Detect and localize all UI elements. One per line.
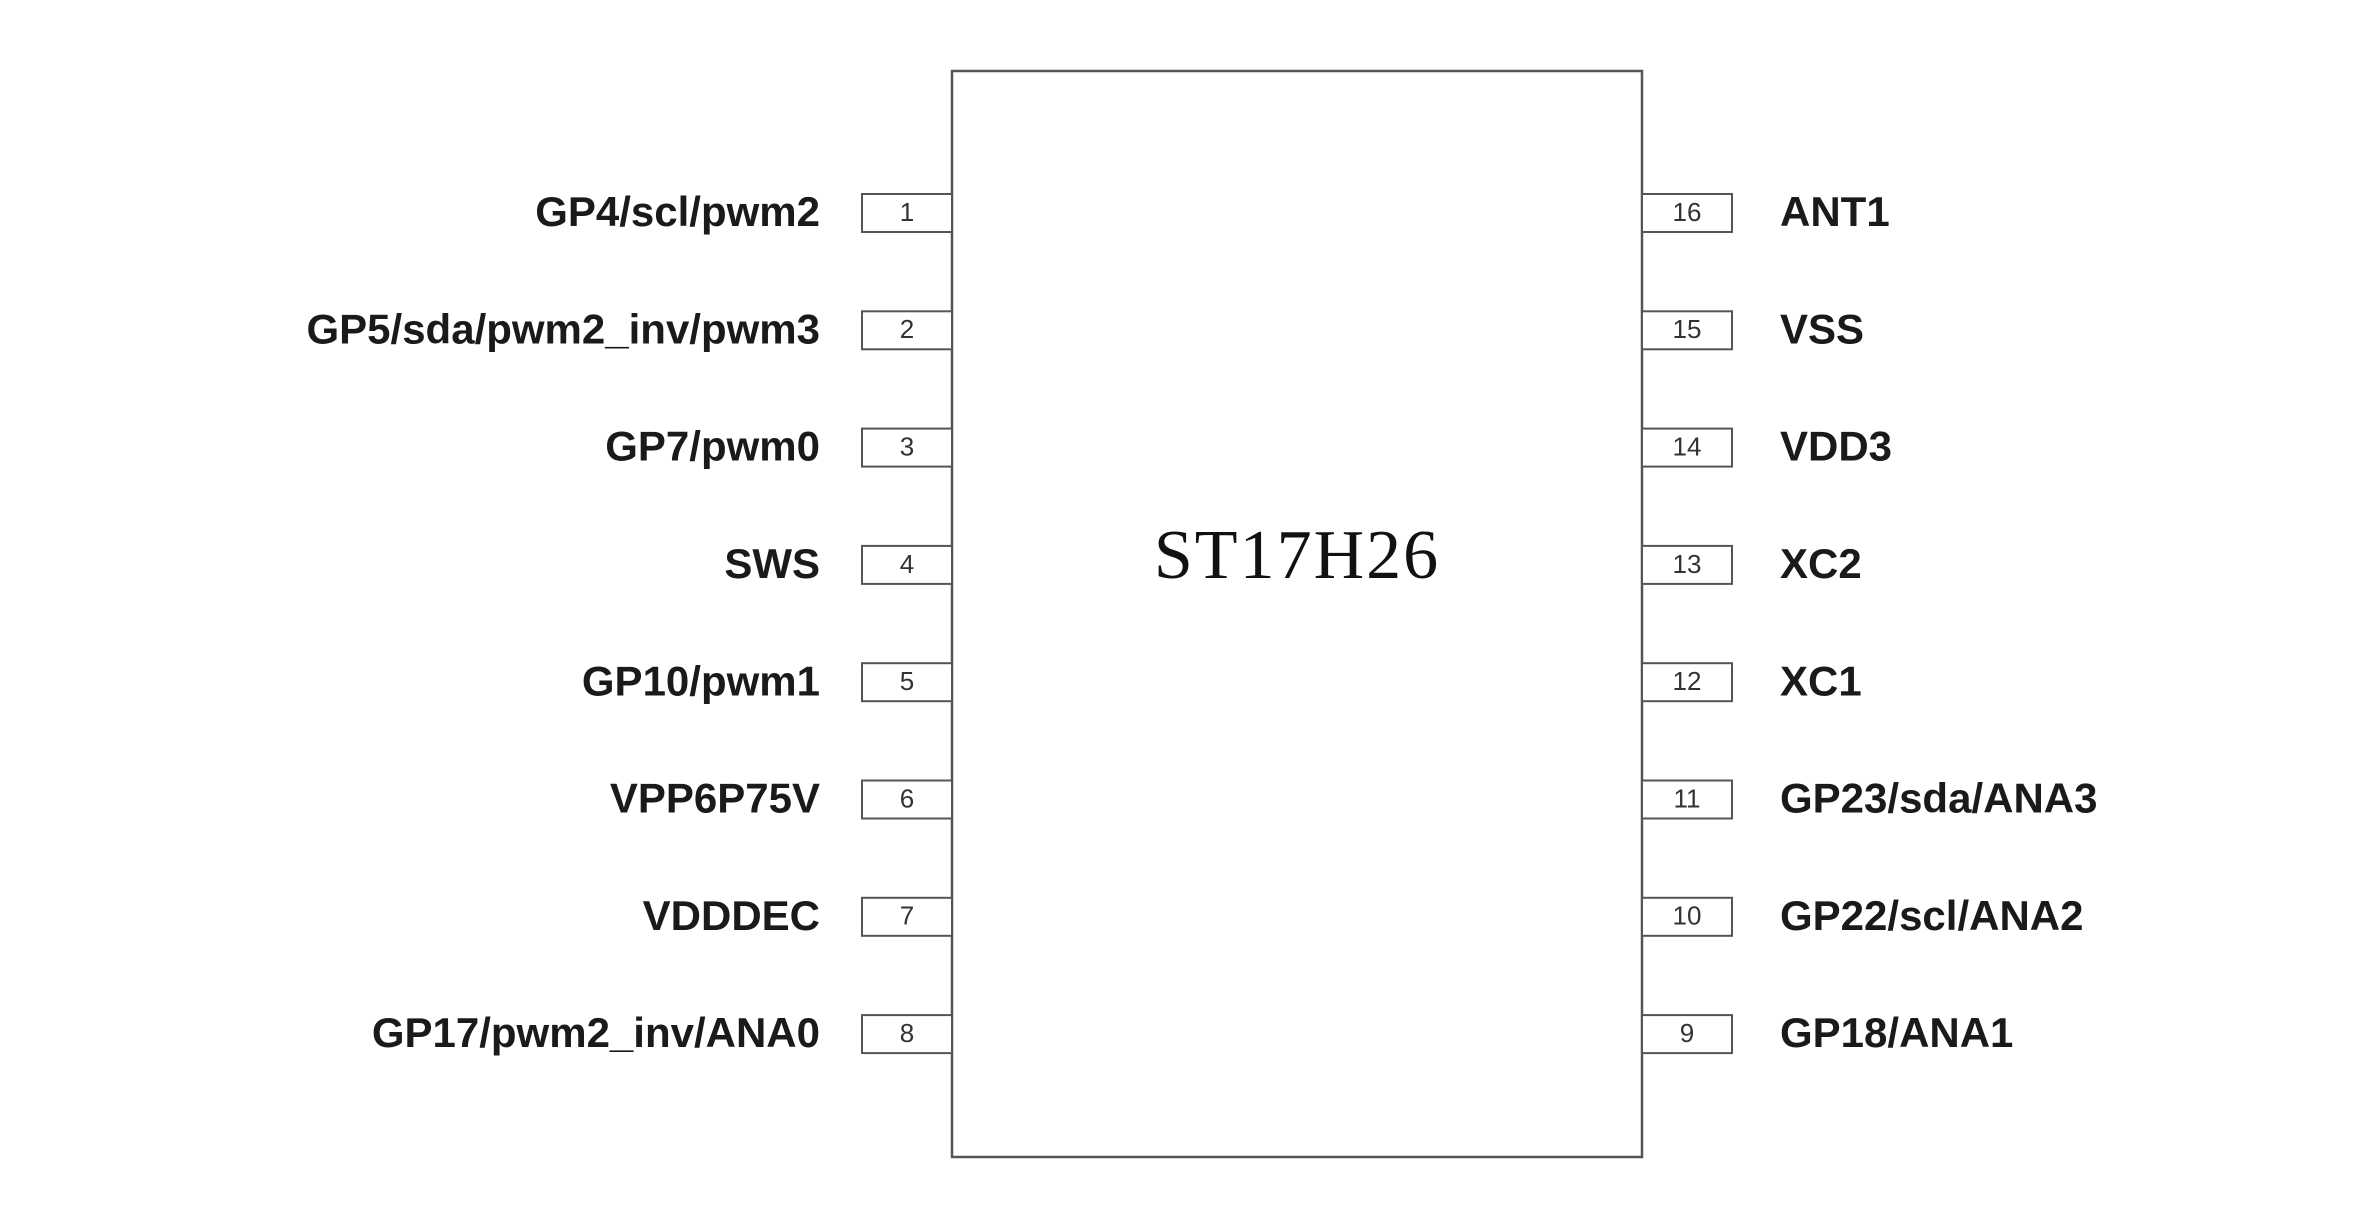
pin-number: 15 <box>1673 314 1702 344</box>
pin-label: ANT1 <box>1780 188 1890 235</box>
pin-pad <box>861 544 953 585</box>
pin-pad <box>861 1014 953 1055</box>
pin-label: VSS <box>1780 305 1864 352</box>
pin-number: 13 <box>1673 549 1702 579</box>
pin-right-5: 12 XC1 <box>1641 657 1862 704</box>
pin-right-4: 13 XC2 <box>1641 540 1862 587</box>
pin-label: GP18/ANA1 <box>1780 1009 2013 1056</box>
pin-pad <box>1641 662 1733 703</box>
pin-pad <box>1641 310 1733 351</box>
pin-number: 7 <box>900 901 914 931</box>
pin-number: 10 <box>1673 901 1702 931</box>
pin-number: 6 <box>900 783 914 813</box>
pin-pad <box>861 193 953 233</box>
pin-right-8: 9 GP18/ANA1 <box>1641 1009 2013 1056</box>
pin-left-3: 3 GP7/pwm0 <box>605 423 953 470</box>
pin-number: 2 <box>900 314 914 344</box>
pin-left-2: 2 GP5/sda/pwm2_inv/pwm3 <box>306 305 953 352</box>
pin-pad <box>861 779 953 820</box>
pin-label: SWS <box>724 540 820 587</box>
pin-right-7: 10 GP22/scl/ANA2 <box>1641 892 2083 939</box>
left-pin-group: 1 GP4/scl/pwm2 2 GP5/sda/pwm2_inv/pwm3 3 GP7/… <box>306 188 953 1056</box>
pin-pad <box>1641 779 1733 820</box>
pin-label: VPP6P75V <box>610 775 820 822</box>
pin-number: 14 <box>1673 431 1702 461</box>
right-pin-group: 16 ANT1 15 VSS 14 VDD3 13 XC2 12 XC1 11 GP23/sda/AN… <box>1641 188 2097 1056</box>
pin-left-4: 4 SWS <box>724 540 953 587</box>
pin-label: GP5/sda/pwm2_inv/pwm3 <box>306 305 820 352</box>
chip-body <box>950 69 1644 1159</box>
pin-left-1: 1 GP4/scl/pwm2 <box>535 188 953 235</box>
pin-pad <box>861 310 953 351</box>
pin-right-3: 14 VDD3 <box>1641 423 1892 470</box>
pin-pad <box>1641 896 1733 937</box>
pin-label: GP23/sda/ANA3 <box>1780 775 2097 822</box>
pin-number: 11 <box>1674 783 1701 813</box>
pin-left-8: 8 GP17/pwm2_inv/ANA0 <box>372 1009 953 1056</box>
pin-label: GP17/pwm2_inv/ANA0 <box>372 1009 820 1056</box>
pin-right-6: 11 GP23/sda/ANA3 <box>1641 775 2097 822</box>
pin-pad <box>861 427 953 468</box>
pin-label: VDD3 <box>1780 423 1892 470</box>
pin-number: 9 <box>1680 1018 1694 1048</box>
pin-pad <box>861 896 953 937</box>
pin-number: 1 <box>900 197 914 227</box>
pin-right-2: 15 VSS <box>1641 305 1864 352</box>
pin-right-1: 16 ANT1 <box>1641 188 1890 235</box>
pin-pad <box>1641 193 1733 233</box>
pin-number: 8 <box>900 1018 914 1048</box>
pin-label: GP7/pwm0 <box>605 423 820 470</box>
pin-left-5: 5 GP10/pwm1 <box>582 657 953 704</box>
pin-label: GP22/scl/ANA2 <box>1780 892 2083 939</box>
pin-label: GP10/pwm1 <box>582 657 820 704</box>
pin-pad <box>1641 544 1733 585</box>
pin-label: XC1 <box>1780 657 1862 704</box>
pin-pad <box>861 662 953 703</box>
pin-number: 4 <box>900 549 914 579</box>
chip-name: ST17H26 <box>1154 517 1440 594</box>
pin-pad <box>1641 427 1733 468</box>
pin-left-6: 6 VPP6P75V <box>610 775 953 822</box>
pin-pad <box>1641 1014 1733 1055</box>
pin-number: 3 <box>900 431 914 461</box>
pin-label: XC2 <box>1780 540 1862 587</box>
pin-label: GP4/scl/pwm2 <box>535 188 820 235</box>
pin-number: 5 <box>900 666 914 696</box>
pin-left-7: 7 VDDDEC <box>643 892 953 939</box>
pin-label: VDDDEC <box>643 892 820 939</box>
pin-number: 12 <box>1673 666 1702 696</box>
pin-number: 16 <box>1673 197 1702 227</box>
